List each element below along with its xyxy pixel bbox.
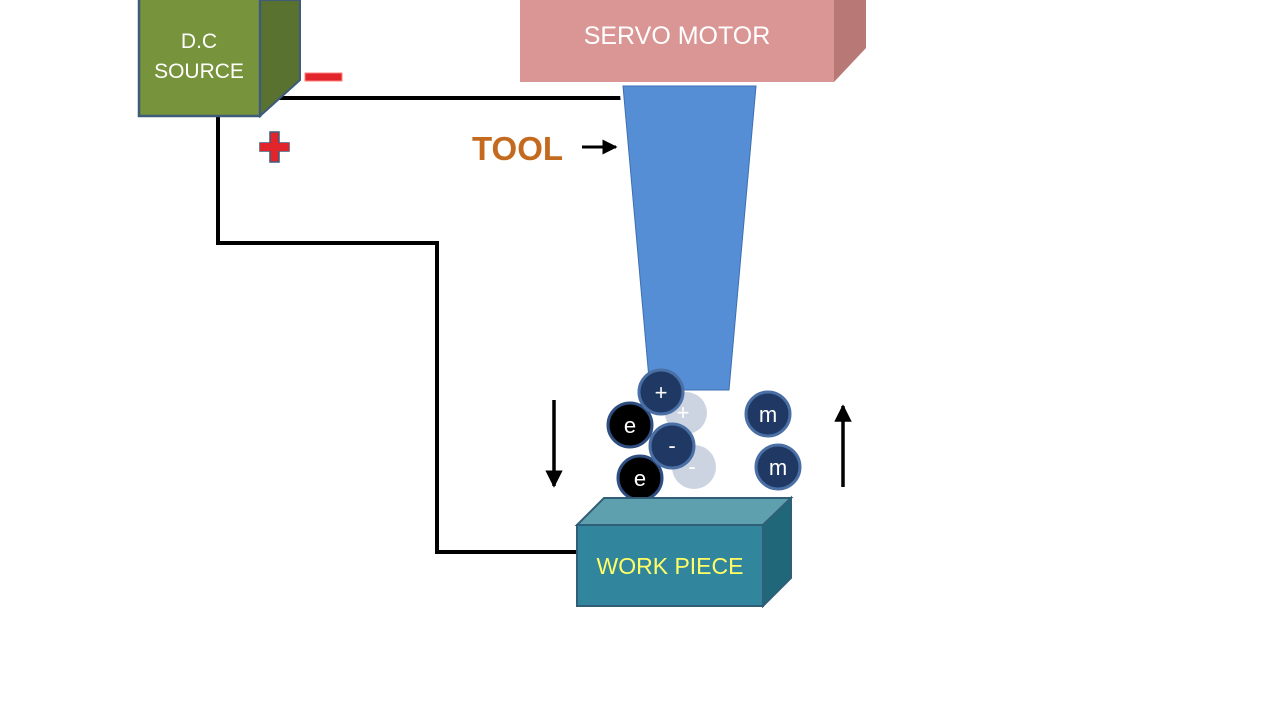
svg-text:+: +	[677, 400, 690, 425]
servo-motor: SERVO MOTOR	[520, 0, 866, 82]
dc-source-label-line1: D.C	[181, 30, 217, 53]
svg-text:+: +	[655, 380, 668, 405]
electron-1: e	[606, 401, 654, 449]
circuit-wires	[216, 96, 622, 554]
tool-body	[622, 85, 757, 391]
ion-minus: -	[648, 422, 696, 470]
servo-motor-front	[520, 0, 834, 82]
tool-electrode	[619, 82, 760, 394]
wire-positive	[216, 116, 578, 554]
ion-plus: +	[637, 368, 685, 416]
work-piece-front	[576, 524, 764, 607]
dc-source-front	[137, 0, 262, 118]
servo-motor-side	[834, 0, 866, 82]
work-piece-top	[574, 497, 794, 526]
svg-text:e: e	[624, 413, 636, 438]
dc-source: D.C SOURCE	[137, 0, 301, 119]
svg-text:m: m	[759, 402, 777, 427]
svg-text:e: e	[634, 466, 646, 491]
minus-sign-icon	[304, 72, 343, 82]
metal-particle-1: m	[744, 390, 792, 438]
tool-label: TOOL	[472, 130, 563, 167]
svg-text:-: -	[688, 454, 695, 479]
plus-sign-icon	[259, 131, 290, 163]
work-piece: WORK PIECE	[574, 495, 794, 609]
svg-text:m: m	[769, 455, 787, 480]
metal-particle-2: m	[754, 443, 802, 491]
work-piece-label: WORK PIECE	[597, 553, 744, 579]
dc-source-label-line2: SOURCE	[154, 60, 244, 83]
electron-2: e	[616, 454, 664, 502]
svg-text:-: -	[668, 433, 675, 458]
servo-motor-label: SERVO MOTOR	[584, 22, 771, 50]
